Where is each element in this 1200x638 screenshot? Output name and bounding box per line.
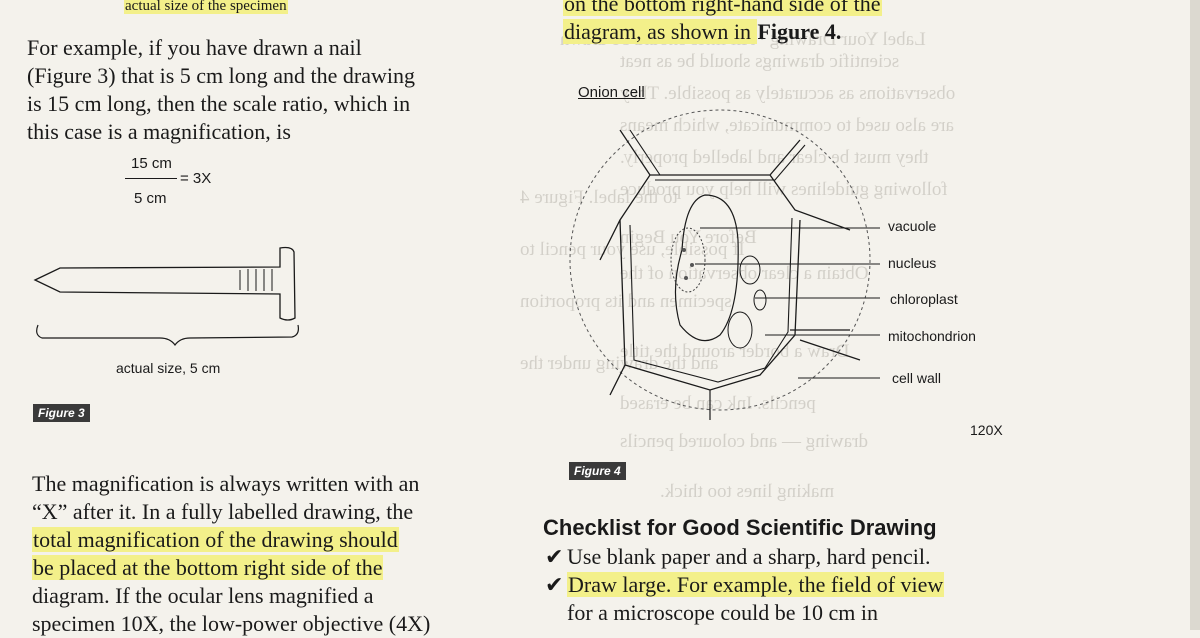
fraction-result: = 3X — [180, 170, 212, 187]
label-cell-wall: cell wall — [892, 370, 942, 386]
label-mitochondrion: mitochondrion — [888, 328, 976, 344]
label-chloroplast: chloroplast — [890, 291, 958, 307]
magnification-label: 120X — [970, 422, 1003, 438]
page-edge — [1190, 0, 1200, 630]
label-vacuole: vacuole — [888, 218, 937, 234]
checkmark-icon: ✔ — [545, 544, 564, 569]
checklist-item: ✔Draw large. For example, the field of v… — [545, 572, 945, 597]
paragraph-2: The magnification is always written with… — [32, 471, 431, 636]
checklist-item: for a microscope could be 10 cm in — [567, 600, 878, 625]
figure-4-label: Figure 4 — [569, 462, 626, 480]
checklist-item: ✔Use blank paper and a sharp, hard penci… — [545, 544, 931, 569]
checklist: ✔Use blank paper and a sharp, hard penci… — [545, 543, 945, 627]
nail-drawing — [33, 246, 299, 347]
fraction-bar — [125, 178, 177, 179]
figure-3-label: Figure 3 — [33, 404, 90, 422]
nail-caption: actual size, 5 cm — [116, 360, 221, 376]
right-top-text: on the bottom right-hand side of the dia… — [563, 0, 882, 46]
label-nucleus: nucleus — [888, 255, 937, 271]
onion-cell-diagram — [569, 109, 880, 420]
fraction-denominator: 5 cm — [134, 190, 167, 207]
fraction-numerator: 15 cm — [131, 155, 172, 172]
top-caption: actual size of the specimen — [124, 0, 288, 14]
paragraph-1: For example, if you have drawn a nail (F… — [27, 35, 415, 144]
diagram-title: Onion cell — [578, 84, 645, 101]
bleed-through-text: making lines too thick. — [660, 481, 835, 502]
checkmark-icon: ✔ — [545, 572, 564, 597]
bleed-through-text: scientific drawings should be as neat — [620, 51, 900, 72]
checklist-title: Checklist for Good Scientific Drawing — [543, 515, 937, 540]
